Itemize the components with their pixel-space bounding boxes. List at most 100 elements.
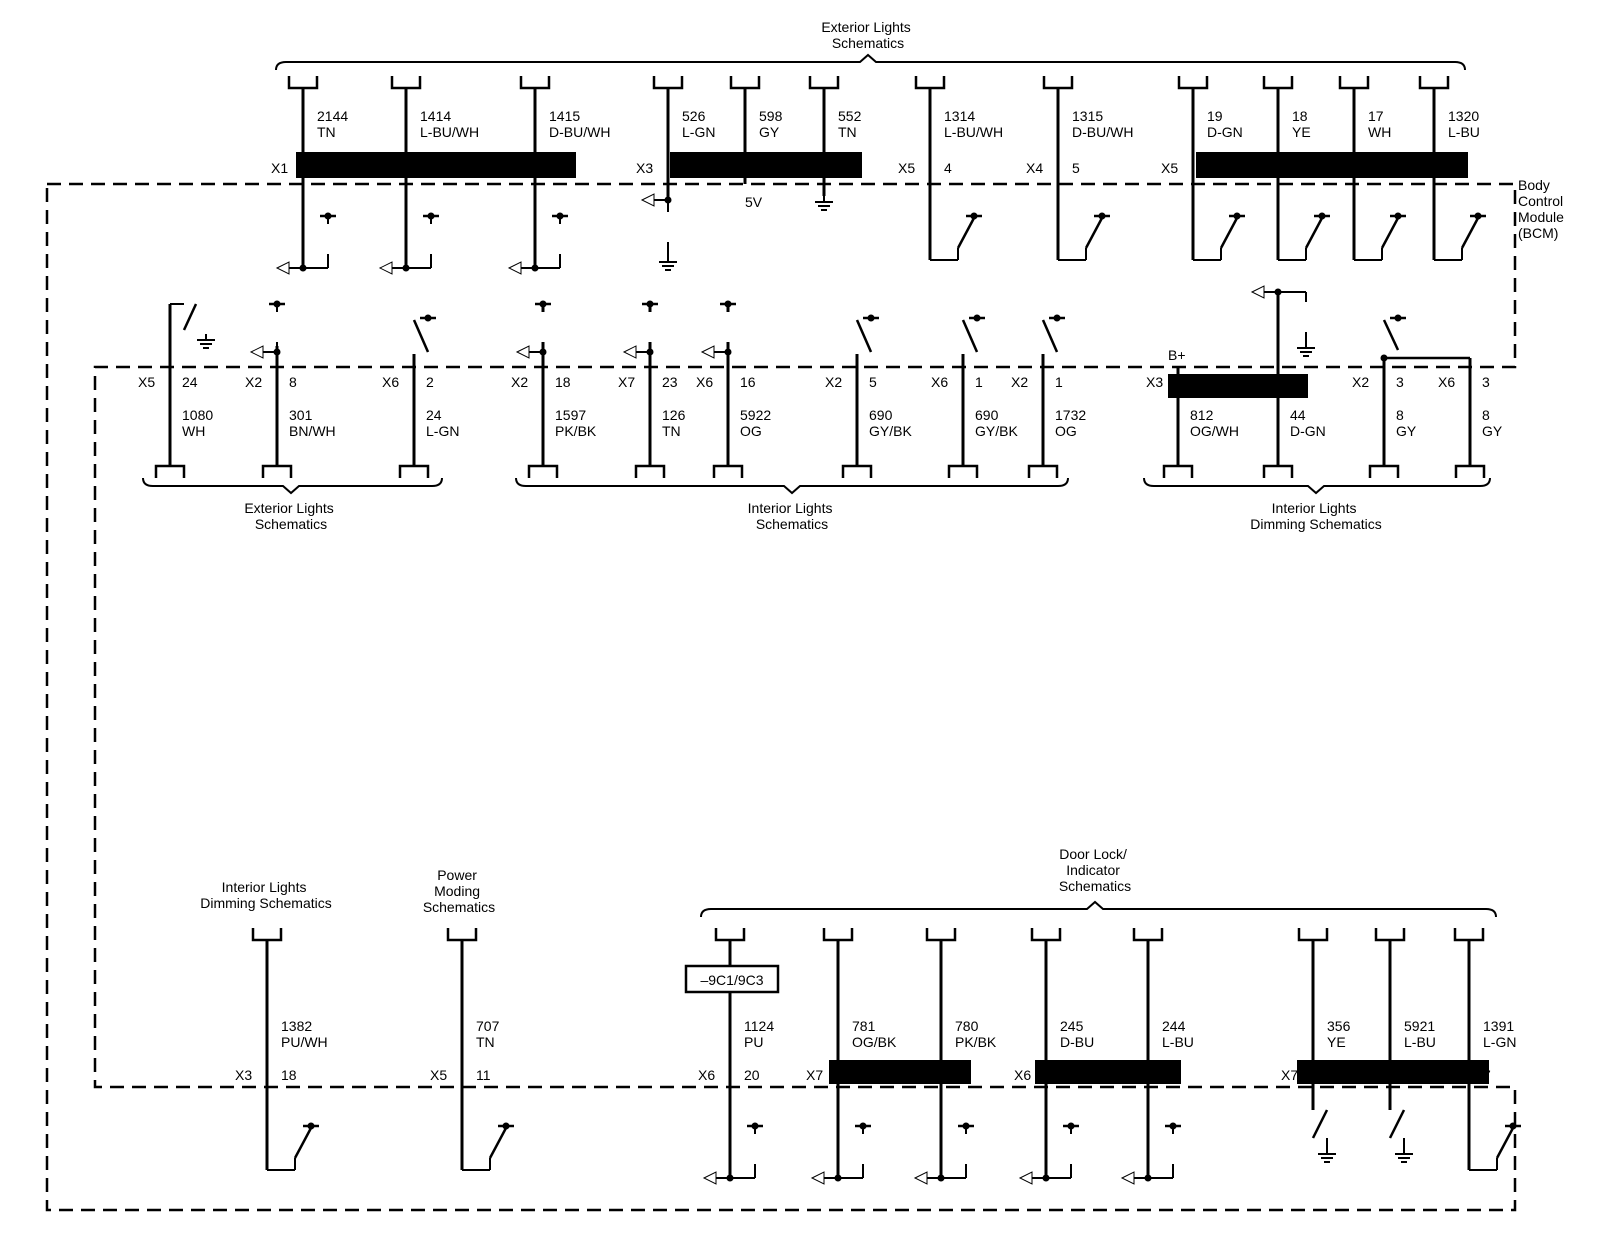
connector-outlines — [296, 152, 1489, 1084]
bplus-label: B+ — [1168, 347, 1186, 363]
circuit-number: 17 — [1368, 108, 1384, 124]
connector-id: X2 — [511, 374, 528, 390]
switch-contact — [412, 319, 430, 353]
top-terminal — [914, 76, 946, 90]
pin-number: 3 — [1396, 374, 1404, 390]
resistor — [643, 312, 657, 342]
connector-id: X3 — [636, 160, 653, 176]
connector-id: X3 — [1146, 374, 1163, 390]
connector-id: X7 — [806, 1067, 823, 1083]
pin-number: 19 — [317, 160, 333, 176]
circuit-number: 24 — [426, 407, 442, 423]
switch-contact — [1495, 1127, 1515, 1159]
circuit-number: 244 — [1162, 1018, 1186, 1034]
connector-id: X6 — [698, 1067, 715, 1083]
mid-terminal — [634, 464, 666, 478]
circuit-number: 1320 — [1448, 108, 1479, 124]
junction-dot — [1098, 212, 1106, 220]
arrow-head — [700, 345, 715, 359]
splice-box: –9C1/9C3 — [684, 964, 780, 994]
top-terminal — [1177, 76, 1209, 90]
junction-dot — [970, 212, 978, 220]
switch-contact — [1460, 217, 1480, 249]
group-braces — [142, 53, 1497, 918]
connector-id: X6 — [1438, 374, 1455, 390]
switch-contact — [855, 319, 873, 353]
junction-dot — [307, 1122, 315, 1130]
circuit-number: 1597 — [555, 407, 586, 423]
arrow-head — [507, 261, 522, 275]
circuit-number: 526 — [682, 108, 706, 124]
wire-color: GY/BK — [975, 423, 1018, 439]
switch-contact — [1311, 1109, 1329, 1139]
wire-color: PU — [744, 1034, 763, 1050]
circuit-number: 126 — [662, 407, 686, 423]
circuit-number: 781 — [852, 1018, 876, 1034]
pin-number: 6 — [1368, 160, 1376, 176]
bot-terminal — [1374, 928, 1406, 942]
circuit-number: 5921 — [1404, 1018, 1435, 1034]
wire-color: D-GN — [1207, 124, 1243, 140]
group-title-bot-power: Power Moding Schematics — [423, 867, 495, 915]
circuit-number: 1382 — [281, 1018, 312, 1034]
pin-number: 12 — [955, 1067, 971, 1083]
connector-id: X2 — [1352, 374, 1369, 390]
pin-number: 1 — [1292, 160, 1300, 176]
switch-contact — [961, 319, 979, 353]
circuit-number: 1414 — [420, 108, 451, 124]
top-terminal — [808, 76, 840, 90]
svg-text:–9C1/9C3: –9C1/9C3 — [700, 972, 763, 988]
pin-number: 13 — [682, 160, 698, 176]
arrow-head — [275, 261, 290, 275]
group-title-bot-doorlock: Door Lock/ Indicator Schematics — [1059, 846, 1131, 894]
bot-terminal — [1297, 928, 1329, 942]
wire-color: GY — [759, 124, 780, 140]
mid-terminal — [261, 464, 293, 478]
wire-color: GY — [1482, 423, 1503, 439]
wire-color: OG/BK — [852, 1034, 897, 1050]
mid-terminal — [1027, 464, 1059, 478]
junction-dot — [724, 300, 732, 308]
wire-color: OG/WH — [1190, 423, 1239, 439]
mid-terminal — [1454, 464, 1486, 478]
wire-color: TN — [838, 124, 857, 140]
connector-id: X4 — [1026, 160, 1043, 176]
module-name: Body Control Module (BCM) — [1518, 177, 1568, 241]
wire-color: TN — [317, 124, 336, 140]
arrow-head — [810, 1171, 825, 1185]
switch-contact — [1380, 217, 1400, 249]
ground-symbol — [659, 256, 677, 271]
mid-terminal — [527, 464, 559, 478]
pin-number: 14 — [838, 160, 854, 176]
wire-color: OG — [740, 423, 762, 439]
circuit-number: 8 — [1396, 407, 1404, 423]
circuit-number: 690 — [975, 407, 999, 423]
group-title-mid-dimming: Interior Lights Dimming Schematics — [1250, 500, 1381, 532]
resistor — [721, 312, 735, 342]
bot-terminal — [446, 928, 478, 942]
mid-terminal — [1162, 464, 1194, 478]
mid-terminal — [841, 464, 873, 478]
connector-id: X6 — [382, 374, 399, 390]
wire-color: BN/WH — [289, 423, 336, 439]
ground-symbol — [197, 334, 215, 349]
group-title-top-exterior: Exterior Lights Schematics — [821, 19, 914, 51]
wire-color: L-BU/WH — [944, 124, 1003, 140]
connector-id: X6 — [931, 374, 948, 390]
pin-number: 9 — [1404, 1067, 1412, 1083]
connector-id: X3 — [235, 1067, 252, 1083]
pin-number: 5 — [869, 374, 877, 390]
resistor — [1299, 302, 1313, 332]
junction-dot — [1380, 354, 1388, 362]
circuit-number: 356 — [1327, 1018, 1351, 1034]
circuit-number: 8 — [1482, 407, 1490, 423]
connector-id: X5 — [430, 1067, 447, 1083]
ground-symbol — [1318, 1148, 1336, 1163]
switch-contact — [1084, 217, 1104, 249]
top-terminal — [1418, 76, 1450, 90]
circuit-number: 690 — [869, 407, 893, 423]
circuit-number: 1732 — [1055, 407, 1086, 423]
wire-color: D-GN — [1290, 423, 1326, 439]
bot-terminal — [1030, 928, 1062, 942]
